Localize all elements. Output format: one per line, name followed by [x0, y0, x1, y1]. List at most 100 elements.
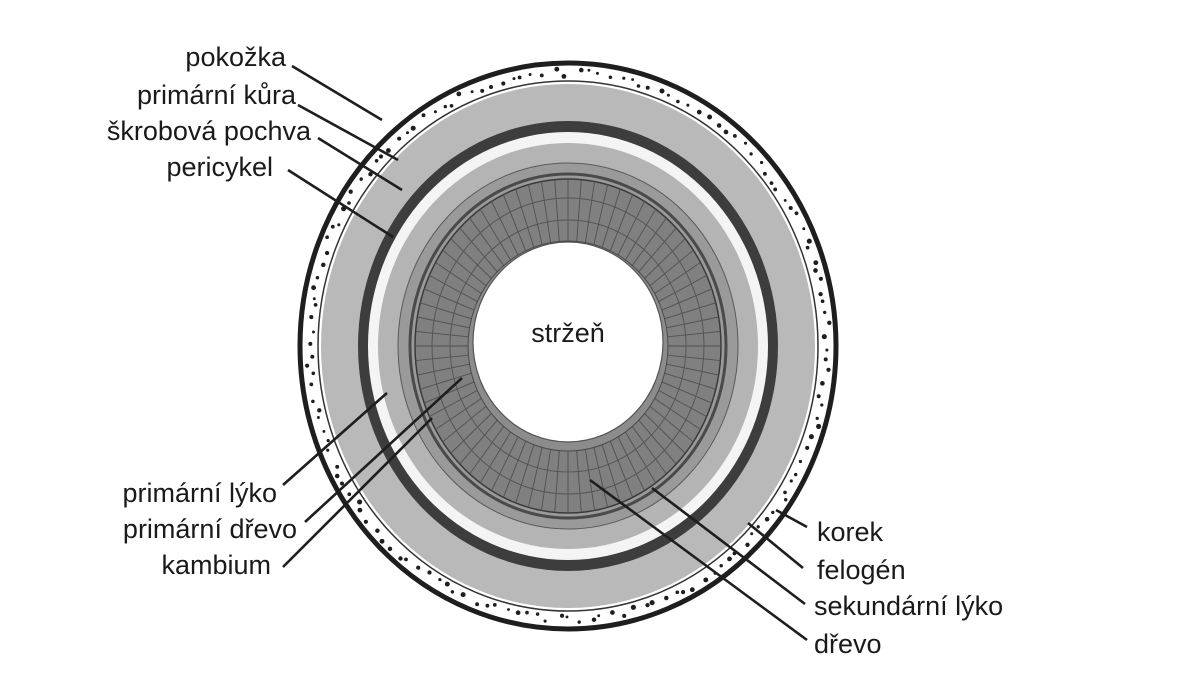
- cork-dot: [825, 348, 829, 352]
- cork-dot: [438, 577, 442, 582]
- cork-dot: [808, 434, 814, 440]
- label-primarni-kura: primární kůra: [137, 80, 297, 110]
- cork-dot: [821, 334, 827, 340]
- wood-ray: [661, 381, 712, 404]
- cork-dot: [326, 438, 330, 443]
- cork-dot: [805, 245, 810, 250]
- cork-dot: [460, 592, 466, 598]
- wood-ray: [658, 390, 707, 417]
- cork-dot: [309, 382, 314, 387]
- cork-dot: [631, 78, 635, 81]
- wood-ray: [638, 419, 677, 465]
- cork-dot: [802, 227, 806, 231]
- wood-ray: [631, 426, 667, 475]
- cork-dot: [818, 291, 823, 297]
- cork-dots: [305, 66, 832, 624]
- cork-dot: [421, 113, 426, 118]
- wood-ray: [435, 262, 482, 294]
- cork-dot: [783, 490, 787, 495]
- wood-ray: [584, 449, 596, 511]
- label-skrobova-pochva: škrobová pochva: [107, 116, 312, 146]
- cork-dot: [357, 499, 363, 505]
- cork-dot: [398, 556, 403, 561]
- label-sekundarni-lyko: sekundární lýko: [814, 591, 1003, 621]
- cork-dot: [716, 123, 722, 128]
- cork-dot: [512, 77, 516, 81]
- wood-ray: [479, 208, 511, 261]
- cork-dot: [517, 75, 522, 80]
- cork-dot: [723, 129, 729, 135]
- wood-ray: [469, 426, 505, 475]
- cork-dot: [433, 110, 437, 114]
- cork-dot: [404, 557, 408, 562]
- label-korek: korek: [817, 517, 884, 547]
- wood-ray: [664, 372, 716, 390]
- wood-ray: [450, 413, 492, 454]
- cork-dot: [664, 595, 669, 601]
- cork-dot: [784, 498, 788, 502]
- cork-dot: [762, 171, 767, 176]
- cork-dot: [820, 381, 825, 386]
- wood-ray: [601, 188, 621, 248]
- cork-dot: [608, 75, 613, 79]
- phellogen-line: [317, 80, 819, 612]
- cork-dot: [488, 84, 494, 90]
- wood-ray: [459, 419, 498, 465]
- cork-dot: [676, 99, 680, 104]
- wood-ray: [644, 413, 686, 454]
- cork-dot: [312, 297, 316, 301]
- cork-dot: [416, 565, 421, 570]
- wood-ray: [664, 302, 716, 320]
- cork-dot: [368, 171, 373, 177]
- cork-dot: [577, 620, 581, 624]
- label-pericykel: pericykel: [166, 152, 273, 182]
- wood-ray: [450, 238, 492, 279]
- leader-kambium: [282, 417, 433, 568]
- wood-ray: [420, 372, 472, 390]
- cork-dot: [681, 590, 686, 595]
- wood-ray: [424, 288, 475, 311]
- wood-ray: [442, 405, 487, 443]
- cork-dot: [456, 91, 462, 97]
- cork-dot: [820, 403, 824, 407]
- cork-dot: [347, 201, 351, 205]
- wood-ray: [654, 398, 701, 430]
- cork-dot: [311, 371, 316, 376]
- cork-dot: [645, 603, 650, 608]
- cork-dot: [335, 464, 340, 469]
- cork-dot: [492, 603, 497, 607]
- growth-ring: [449, 219, 687, 473]
- cork-dot: [696, 109, 702, 115]
- cork-dot: [745, 542, 750, 547]
- cork-dot: [347, 492, 352, 497]
- leader-korek: [775, 508, 808, 529]
- cork-dot: [450, 590, 455, 594]
- wood-ray: [666, 363, 719, 376]
- cork-dot: [636, 84, 641, 88]
- cork-dot: [378, 154, 384, 159]
- cork-dot: [610, 610, 615, 615]
- leader-lines: [282, 64, 808, 642]
- wood-ray: [424, 381, 475, 404]
- wood-ray: [515, 444, 535, 504]
- leader-pericykel: [287, 168, 394, 239]
- wood-ray: [420, 302, 472, 320]
- cork-dot: [764, 516, 770, 522]
- cork-dot: [386, 148, 391, 153]
- cork-dot: [645, 85, 650, 90]
- cambium-ring: [408, 172, 728, 520]
- cork-dot: [525, 610, 529, 615]
- cork-dot: [321, 262, 326, 268]
- cork-dot: [773, 187, 778, 192]
- cork-dot: [794, 472, 798, 477]
- cork-dot: [783, 198, 787, 202]
- cork-dot: [406, 131, 409, 135]
- cork-dot: [305, 363, 310, 368]
- wood-ray: [576, 179, 582, 242]
- wood-ray: [649, 405, 694, 443]
- wood-ray: [429, 390, 478, 417]
- cork-dot: [443, 104, 447, 109]
- cork-dot: [316, 416, 320, 419]
- cork-dot: [813, 268, 818, 273]
